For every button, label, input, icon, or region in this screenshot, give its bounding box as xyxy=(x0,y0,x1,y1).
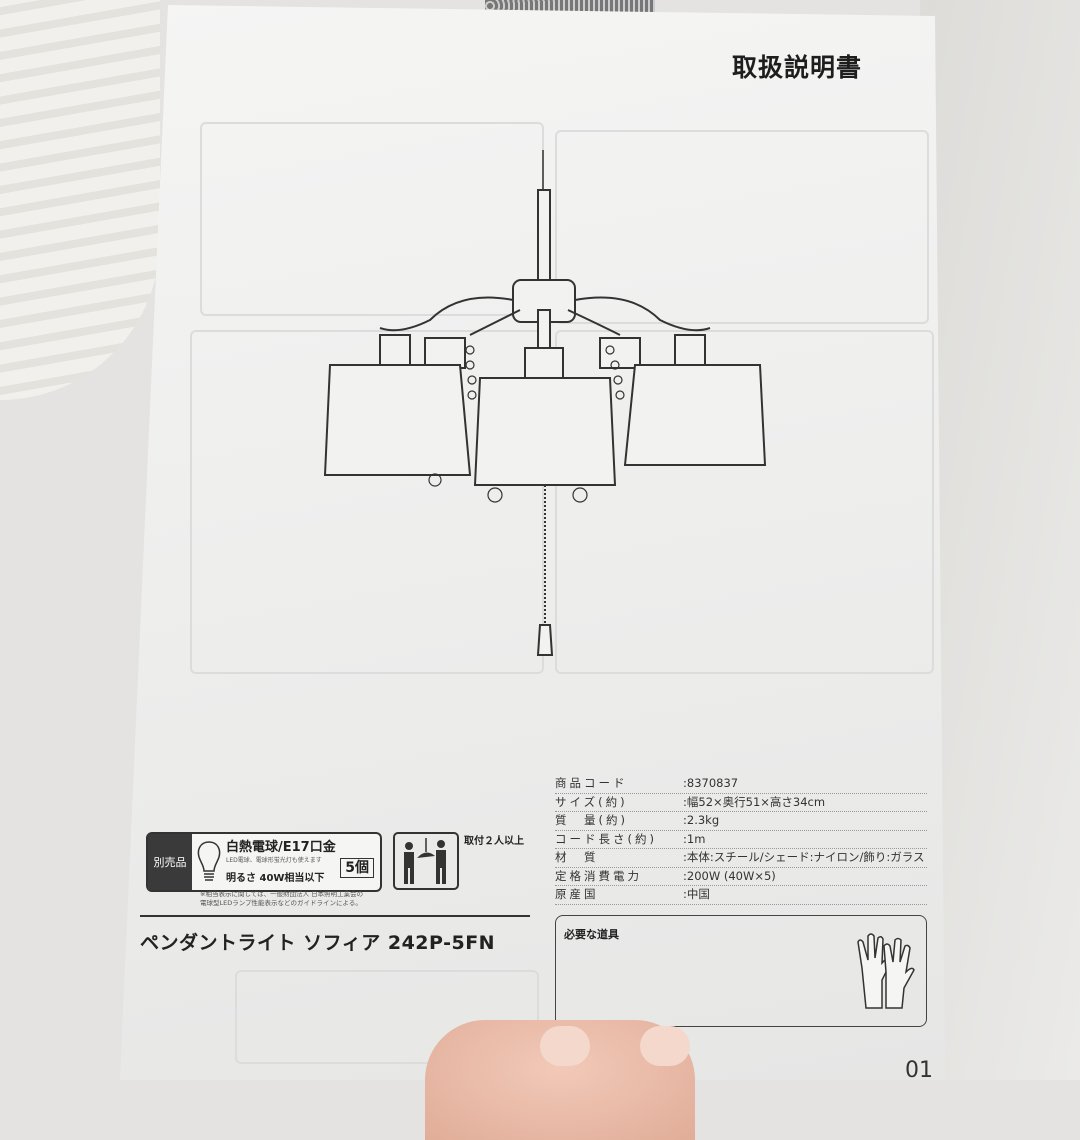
sold-separately-box: 別売品 白熱電球/E17口金 LED電球、電球形蛍光灯も使えます 明るさ 40W… xyxy=(146,832,382,892)
footnote: ※相当表示に関しては、一般財団法人 日本照明工業会の電球型LEDランプ性能表示な… xyxy=(200,890,363,908)
instruction-sheet xyxy=(120,5,945,1080)
spec-value: :本体:スチール/シェード:ナイロン/飾り:ガラス xyxy=(683,850,925,864)
spec-row: 原産国 :中国 xyxy=(555,886,927,905)
spec-row: 定格消費電力 :200W (40W×5) xyxy=(555,868,927,886)
spec-key: 定格消費電力 xyxy=(555,868,642,883)
sold-separately-label: 別売品 xyxy=(148,834,192,890)
spec-key: コード長さ(約) xyxy=(555,831,657,846)
spec-row: 質 量(約) :2.3kg xyxy=(555,812,927,831)
spec-row: コード長さ(約) :1m xyxy=(555,831,927,849)
fingernail xyxy=(640,1026,690,1066)
background-lampshade xyxy=(0,0,160,400)
brightness: 明るさ 40W相当以下 xyxy=(226,873,325,884)
spec-row: サイズ(約) :幅52×奥行51×高さ34cm xyxy=(555,794,927,812)
divider xyxy=(140,915,530,917)
footnote-line: 電球型LEDランプ性能表示などのガイドラインによる。 xyxy=(200,899,362,907)
page-number: 01 xyxy=(905,1058,933,1083)
spec-value: :200W (40W×5) xyxy=(683,868,776,883)
ghost-box xyxy=(555,330,934,674)
led-note: LED電球、電球形蛍光灯も使えます xyxy=(226,857,322,864)
bulb-quantity: 5個 xyxy=(340,858,374,878)
spec-key: サイズ(約) xyxy=(555,794,628,809)
spec-key: 原産国 xyxy=(555,887,599,901)
two-people-install-icon xyxy=(393,832,459,890)
spec-value: :8370837 xyxy=(683,776,739,790)
spec-value: :1m xyxy=(683,831,706,846)
spec-table: 商品コード :8370837 サイズ(約) :幅52×奥行51×高さ34cm 質 量… xyxy=(555,775,927,905)
install-note: 取付２人以上 xyxy=(464,836,524,847)
fingernail xyxy=(540,1026,590,1066)
document-title: 取扱説明書 xyxy=(732,53,863,82)
bulb-type: 白熱電球/E17口金 xyxy=(226,840,336,855)
spec-key: 商品コード xyxy=(555,776,628,790)
ghost-box xyxy=(190,330,544,674)
tools-heading: 必要な道具 xyxy=(564,928,619,941)
spec-row: 商品コード :8370837 xyxy=(555,775,927,794)
ghost-box xyxy=(555,130,929,324)
spec-key: 質 量(約) xyxy=(555,813,628,827)
spec-value: :幅52×奥行51×高さ34cm xyxy=(683,794,826,809)
gloves-icon xyxy=(852,928,916,1016)
spec-value: :中国 xyxy=(683,887,710,901)
spec-value: :2.3kg xyxy=(683,813,720,827)
background-surface xyxy=(920,0,1080,1080)
spec-key: 材 質 xyxy=(555,850,599,864)
required-tools-box: 必要な道具 xyxy=(555,915,927,1027)
light-bulb-icon xyxy=(192,834,226,890)
footnote-line: ※相当表示に関しては、一般財団法人 日本照明工業会の xyxy=(200,890,364,898)
ghost-box xyxy=(235,970,539,1064)
product-name: ペンダントライト ソフィア 242P-5FN xyxy=(140,932,496,954)
chandelier-illustration xyxy=(323,150,767,656)
spec-row: 材 質 :本体:スチール/シェード:ナイロン/飾り:ガラス xyxy=(555,849,927,868)
